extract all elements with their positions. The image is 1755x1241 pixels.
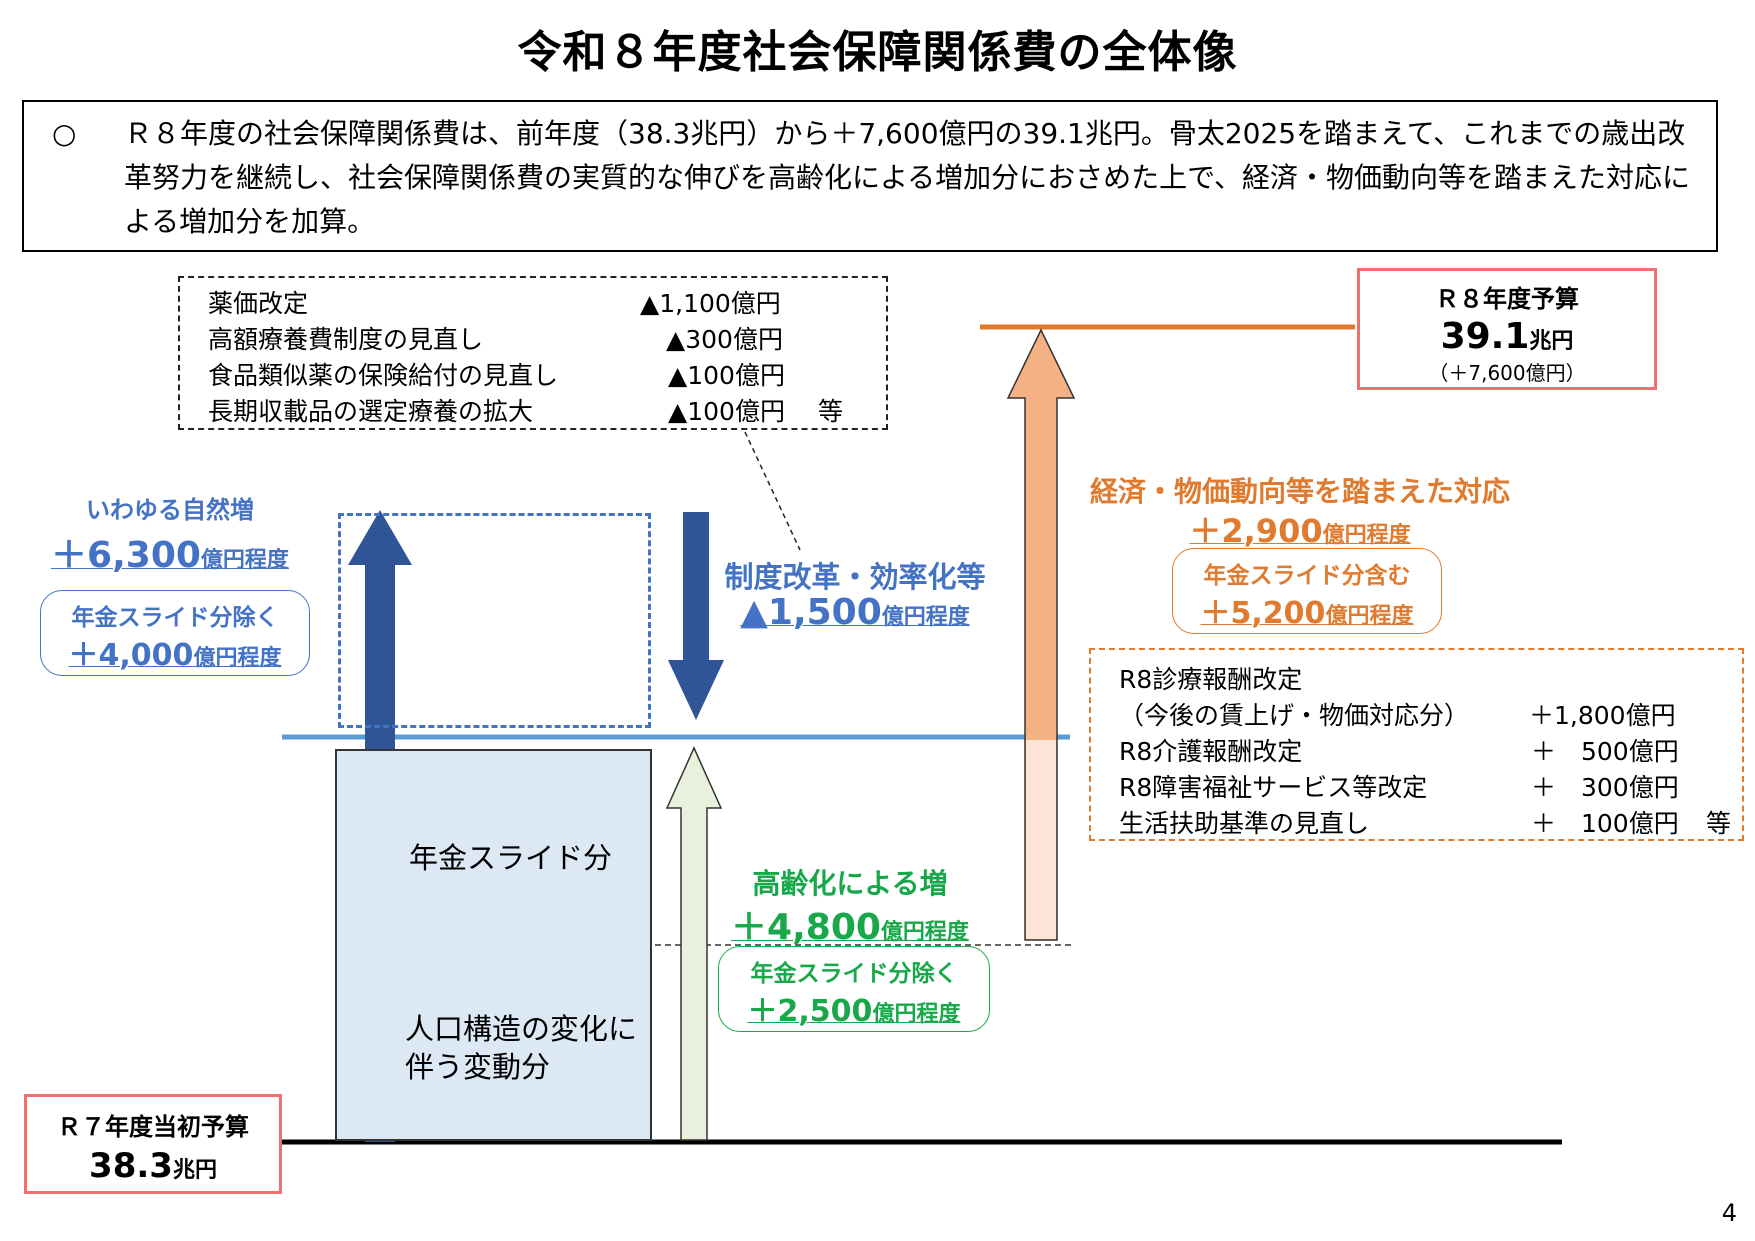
reform-item-amount: ▲100億円 xyxy=(668,397,785,426)
natural-increase-sub-title: 年金スライド分除く xyxy=(71,605,279,631)
reform-item-label: 高額療養費制度の見直し xyxy=(208,325,484,354)
economy-sub-title: 年金スライド分含む xyxy=(1203,563,1411,589)
revision-item-label: R8介護報酬改定 xyxy=(1119,737,1303,766)
r8-budget-label: Ｒ８年度予算 xyxy=(1435,285,1579,313)
reform-item-label: 長期収載品の選定療養の拡大 xyxy=(208,397,534,426)
economy-amount: ＋2,900億円程度 xyxy=(1189,512,1411,550)
natural-increase-title: いわゆる自然増 xyxy=(86,496,254,524)
natural-increase-amount: ＋6,300億円程度 xyxy=(51,535,289,576)
summary-text: Ｒ８年度の社会保障関係費は、前年度（38.3兆円）から＋7,600億円の39.1… xyxy=(124,117,1691,238)
revision-item-amount: ＋ 300億円 xyxy=(1531,773,1679,802)
economy-arrow-lower xyxy=(1026,740,1056,939)
page-number: 4 xyxy=(1721,1199,1737,1227)
aging-amount: ＋4,800億円程度 xyxy=(731,907,969,948)
revision-item-amount: ＋1,800億円 xyxy=(1529,701,1676,730)
natural-increase-dashed-box xyxy=(338,513,651,728)
pension-slide-label: 年金スライド分 xyxy=(409,841,613,875)
r7-budget-box: Ｒ７年度当初予算 38.3兆円 xyxy=(24,1094,282,1194)
economy-title: 経済・物価動向等を踏まえた対応 xyxy=(1089,475,1510,508)
r8-budget-value: 39.1兆円 xyxy=(1440,316,1574,357)
aging-sub-title: 年金スライド分除く xyxy=(750,961,958,987)
population-change-label-2: 伴う変動分 xyxy=(405,1050,551,1084)
revision-item-label: （今後の賃上げ・物価対応分） xyxy=(1119,701,1470,730)
revision-item-label: 生活扶助基準の見直し xyxy=(1119,809,1370,838)
aging-title: 高齢化による増 xyxy=(752,867,948,900)
natural-increase-bracket xyxy=(40,590,310,676)
economy-bracket xyxy=(1172,548,1442,634)
summary-bullet: ○ xyxy=(52,117,77,150)
revision-items-box: R8診療報酬改定 （今後の賃上げ・物価対応分） ＋1,800億円 R8介護報酬改… xyxy=(1089,648,1744,841)
r7-budget-label: Ｒ７年度当初予算 xyxy=(57,1113,249,1141)
pension-box: 年金スライド分 人口構造の変化に 伴う変動分 xyxy=(335,749,652,1141)
revision-item-amount: ＋ 100億円 xyxy=(1531,809,1679,838)
reform-item-amount: ▲300億円 xyxy=(666,325,783,354)
reform-item-label: 薬価改定 xyxy=(208,289,309,318)
page-title: 令和８年度社会保障関係費の全体像 xyxy=(517,27,1238,78)
summary-box: ○ Ｒ８年度の社会保障関係費は、前年度（38.3兆円）から＋7,600億円の39… xyxy=(22,100,1718,252)
reform-title: 制度改革・効率化等 xyxy=(724,560,986,594)
reform-items-box: 薬価改定 ▲1,100億円 高額療養費制度の見直し ▲300億円 食品類似薬の保… xyxy=(178,276,888,430)
r7-budget-value: 38.3兆円 xyxy=(89,1146,217,1186)
revision-item-suffix: 等 xyxy=(1706,809,1732,838)
natural-increase-sub-amount: ＋4,000億円程度 xyxy=(68,638,282,673)
revision-item-label: R8障害福祉サービス等改定 xyxy=(1119,773,1428,802)
reform-down-arrow xyxy=(668,512,724,720)
r8-budget-delta: （＋7,600億円） xyxy=(1428,361,1586,385)
reform-amount: ▲1,500億円程度 xyxy=(740,592,970,633)
population-change-label-1: 人口構造の変化に xyxy=(405,1012,638,1046)
aging-bracket xyxy=(718,946,990,1032)
aging-up-arrow xyxy=(665,746,723,1141)
reform-item-suffix: 等 xyxy=(818,397,844,426)
economy-sub-amount: ＋5,200億円程度 xyxy=(1200,596,1414,631)
r8-budget-box: Ｒ８年度予算 39.1兆円 （＋7,600億円） xyxy=(1357,268,1657,390)
economy-up-arrow xyxy=(1006,328,1076,941)
reform-item-amount: ▲100億円 xyxy=(668,361,785,390)
connector-line xyxy=(744,431,801,551)
aging-sub-amount: ＋2,500億円程度 xyxy=(747,994,961,1029)
reform-item-label: 食品類似薬の保険給付の見直し xyxy=(208,361,559,390)
reform-item-amount: ▲1,100億円 xyxy=(640,289,781,318)
revision-item-amount: ＋ 500億円 xyxy=(1531,737,1679,766)
revision-item-label: R8診療報酬改定 xyxy=(1119,665,1303,694)
